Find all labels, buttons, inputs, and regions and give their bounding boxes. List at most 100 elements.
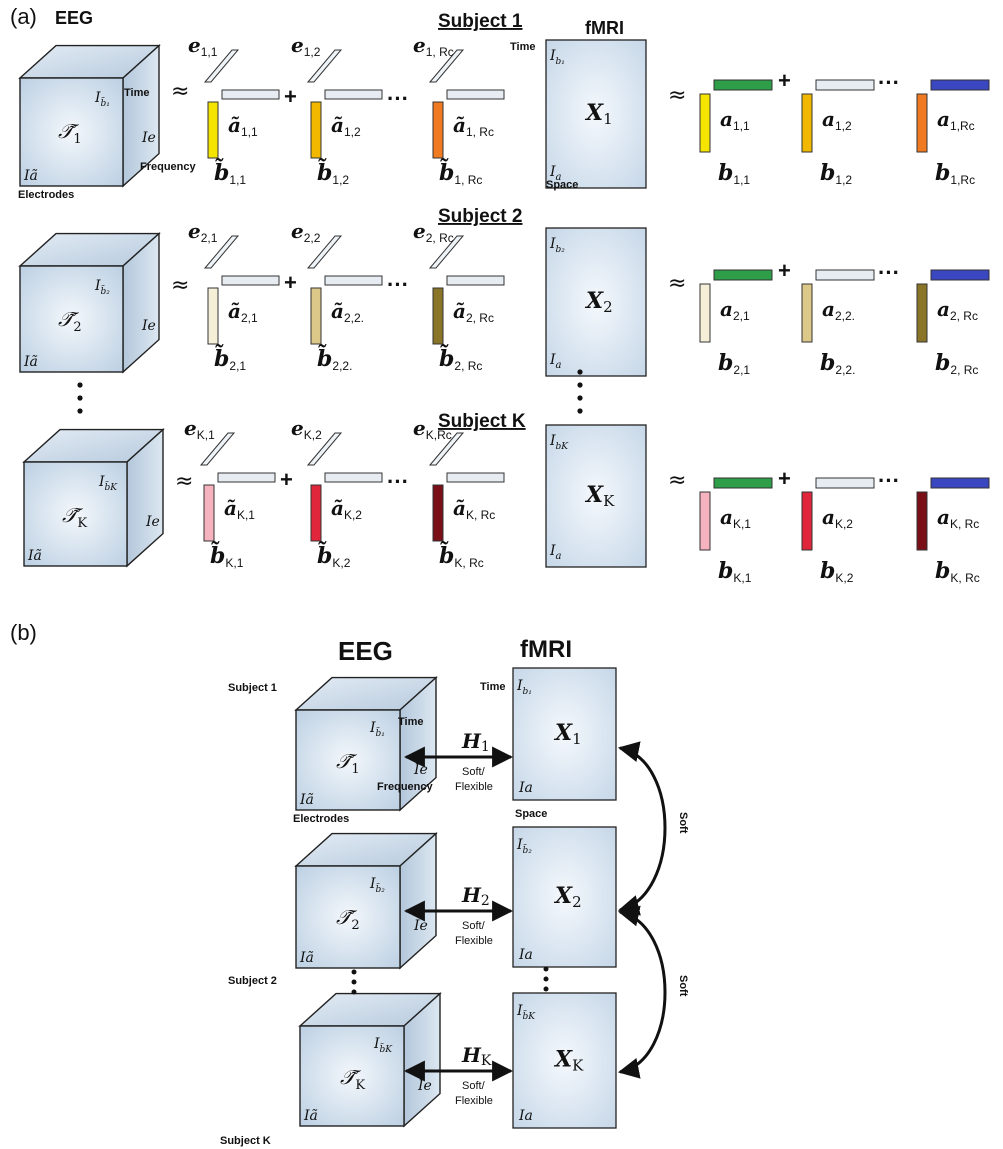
fa-label-2-1: a2,1 bbox=[720, 297, 750, 323]
b-flexible-3: Flexible bbox=[455, 1095, 493, 1107]
fa-vector-3-3 bbox=[930, 477, 990, 489]
plus-2: + bbox=[284, 270, 297, 295]
tensor-ib-1: Ib̃₁ bbox=[94, 90, 110, 109]
eeg-term-2-1: e2,1 ã2,1 b̃2,1 + bbox=[188, 219, 297, 373]
e-label-2-1: e2,1 bbox=[188, 219, 218, 245]
b-sub-3-1: K,1 bbox=[225, 556, 243, 570]
b-matrix-ib-sub-3: b̃K bbox=[523, 1009, 537, 1022]
b-vector-2-1 bbox=[207, 287, 219, 345]
b-eeg-tensor-2-front bbox=[295, 865, 401, 969]
b-matrix-sub-3: K bbox=[572, 1057, 584, 1075]
a-vector-1-3 bbox=[446, 89, 505, 100]
subject-2-header: Subject 2 bbox=[438, 206, 522, 227]
a-main-1-3: ã bbox=[453, 113, 466, 137]
fb-sub-1-3: 1,Rc bbox=[950, 173, 975, 187]
b-matrix-ib-I-1: I bbox=[516, 678, 523, 694]
a-label-1-3: ã1, Rc bbox=[453, 113, 494, 139]
fb-sub-2-2: 2,2. bbox=[835, 363, 855, 377]
matrix-label-2: X2 bbox=[584, 288, 613, 316]
fb-vector-1-2 bbox=[801, 93, 813, 153]
e-label-3-1: eK,1 bbox=[184, 416, 215, 442]
fb-label-1-1: b1,1 bbox=[718, 160, 750, 187]
b-tensor-sub-2: 2 bbox=[351, 918, 359, 933]
fb-label-2-2: b2,2. bbox=[820, 350, 855, 377]
panel-b-label: (b) bbox=[10, 620, 37, 645]
tensor-ia-2: Iã bbox=[23, 354, 38, 370]
a-sub-1-1: 1,1 bbox=[241, 125, 258, 139]
b-tensor-ie-3: Ie bbox=[417, 1078, 432, 1094]
e-sub-3-2: K,2 bbox=[304, 428, 322, 442]
a-label-2-1: ã2,1 bbox=[228, 299, 258, 325]
fmri-term-1-1: a1,1b1,1+ bbox=[699, 68, 791, 187]
panel-a-eeg-title: EEG bbox=[55, 8, 93, 28]
fb-label-3-2: bK,2 bbox=[820, 558, 854, 585]
b-tensor-ib-sub-1: b̃₁ bbox=[376, 726, 385, 739]
matrix-X-2: X bbox=[584, 288, 604, 314]
a-main-3-3: ã bbox=[453, 496, 466, 520]
eeg-term-1-2: e1,2ã1,2b̃1,2··· bbox=[291, 33, 409, 187]
b-matrix-label-3: XK bbox=[553, 1047, 584, 1075]
fb-main-1-1: b bbox=[718, 160, 733, 186]
a-vector-2-1 bbox=[221, 275, 280, 286]
fb-vector-1-1 bbox=[699, 93, 711, 153]
b-tensor-sub-1: 1 bbox=[351, 762, 359, 777]
b-vector-3-3 bbox=[432, 484, 444, 542]
b-label-2-2: b̃2,2. bbox=[317, 345, 352, 373]
fa-sub-1-3: 1,Rc bbox=[950, 119, 975, 133]
e-main-2-3: e bbox=[413, 219, 426, 243]
b-mat-dot-1 bbox=[543, 966, 549, 972]
b-matrix-sub-1: 1 bbox=[572, 730, 582, 748]
b-tensor-ib-I-1: I bbox=[369, 720, 376, 736]
eeg-tensor-3-front bbox=[23, 461, 128, 567]
e-sub-2-1: 2,1 bbox=[201, 231, 218, 245]
b-matrix-ib-I-3: I bbox=[516, 1003, 523, 1019]
fa-vector-1-3 bbox=[930, 79, 990, 91]
b-label-1-1: b̃1,1 bbox=[214, 159, 246, 187]
fa-label-1-2: a1,2 bbox=[822, 107, 852, 133]
fa-label-1-1: a1,1 bbox=[720, 107, 750, 133]
panel-b-subject-1: 𝒯̃1Ib̃₁IeIãX1Ib₁IaH1Soft/FlexibleSubject… bbox=[228, 667, 617, 812]
e-vector-3-2 bbox=[306, 432, 343, 466]
matrix-ia-sub-3: a bbox=[556, 551, 562, 562]
eeg-term-2-2: e2,2ã2,2.b̃2,2.··· bbox=[291, 219, 409, 373]
fmri-matrix-1 bbox=[545, 39, 647, 189]
eeg-tensor-3 bbox=[22, 428, 165, 568]
matrix-ib-sub-1: b₁ bbox=[556, 57, 565, 67]
e-vector-1-3 bbox=[428, 49, 465, 83]
a-sub-1-2: 1,2 bbox=[344, 125, 361, 139]
b-H-sub-2: 2 bbox=[481, 893, 490, 909]
e-vector-1-2 bbox=[306, 49, 343, 83]
fplus-3: + bbox=[778, 466, 791, 491]
fa-main-2-1: a bbox=[720, 297, 733, 321]
fb-main-3-1: b bbox=[718, 558, 733, 584]
fmri-matrix-3 bbox=[545, 424, 647, 568]
b-tensor-ib-I-2: I bbox=[369, 876, 376, 892]
b-H-main-2: H bbox=[461, 883, 482, 907]
b-fmri-matrix-1 bbox=[512, 667, 617, 801]
e-label-1-2: e1,2 bbox=[291, 33, 321, 59]
fa-main-1-3: a bbox=[937, 107, 950, 131]
fmri-term-3-1: aK,1bK,1+ bbox=[699, 466, 791, 585]
fa-vector-3-1 bbox=[713, 477, 773, 489]
fb-main-2-3: b bbox=[935, 350, 950, 376]
b-label-2-1: b̃2,1 bbox=[214, 345, 246, 373]
a-main-3-2: ã bbox=[331, 496, 344, 520]
e-main-3-3: e bbox=[413, 416, 426, 440]
ellipsis-2: ··· bbox=[387, 272, 409, 297]
subject-3-header: Subject K bbox=[438, 411, 526, 432]
tensor-ie-text-1: Ie bbox=[141, 130, 156, 146]
b-H-sub-3: K bbox=[481, 1053, 492, 1069]
matrix-ib-I-1: I bbox=[549, 48, 556, 64]
fb-label-2-3: b2, Rc bbox=[935, 350, 978, 377]
b-label-1-2: b̃1,2 bbox=[317, 159, 349, 187]
b-main-1-1: b̃ bbox=[214, 159, 229, 186]
approx-eeg-1: ≈ bbox=[171, 79, 189, 104]
tensor-ia-3: Iã bbox=[27, 548, 42, 564]
b-matrix-ia-1: Ia bbox=[518, 780, 533, 796]
matrix-ia-I-1: I bbox=[549, 164, 556, 180]
b-flexible-1: Flexible bbox=[455, 781, 493, 793]
tensor-ib-main-2: I bbox=[94, 278, 101, 294]
panel-a-subject-3: Subject K𝒯̃KIb̃KIeIãXKIbKIa≈≈eK,1ãK,1b̃K… bbox=[22, 411, 990, 585]
